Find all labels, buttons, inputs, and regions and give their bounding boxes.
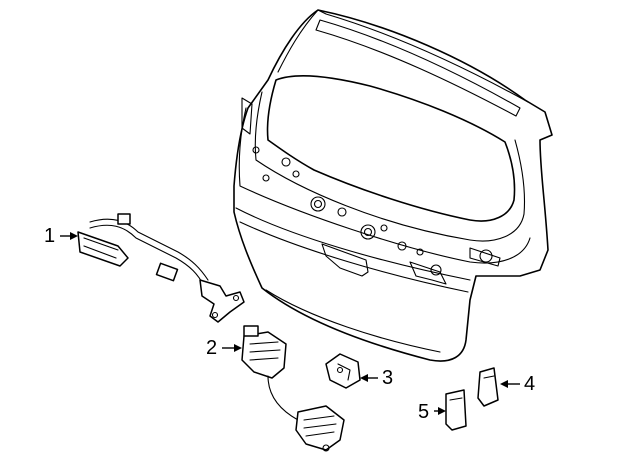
part-5-bumper [445,389,467,431]
callout-number-1: 1 [44,225,55,247]
callout-5: 5 [418,401,446,423]
part-4-bracket [477,367,499,407]
callout-number-5: 5 [418,401,429,423]
callout-2: 2 [206,337,242,359]
callout-number-2: 2 [206,337,217,359]
callout-number-4: 4 [524,373,535,395]
part-2-latch-actuator [241,325,345,452]
callout-number-3: 3 [382,367,393,389]
callout-3: 3 [360,367,393,389]
liftgate-panel [233,9,553,362]
callout-1: 1 [44,225,78,247]
part-1-cable-assembly [77,213,245,323]
callout-4: 4 [500,373,535,395]
part-3-striker [325,353,361,389]
